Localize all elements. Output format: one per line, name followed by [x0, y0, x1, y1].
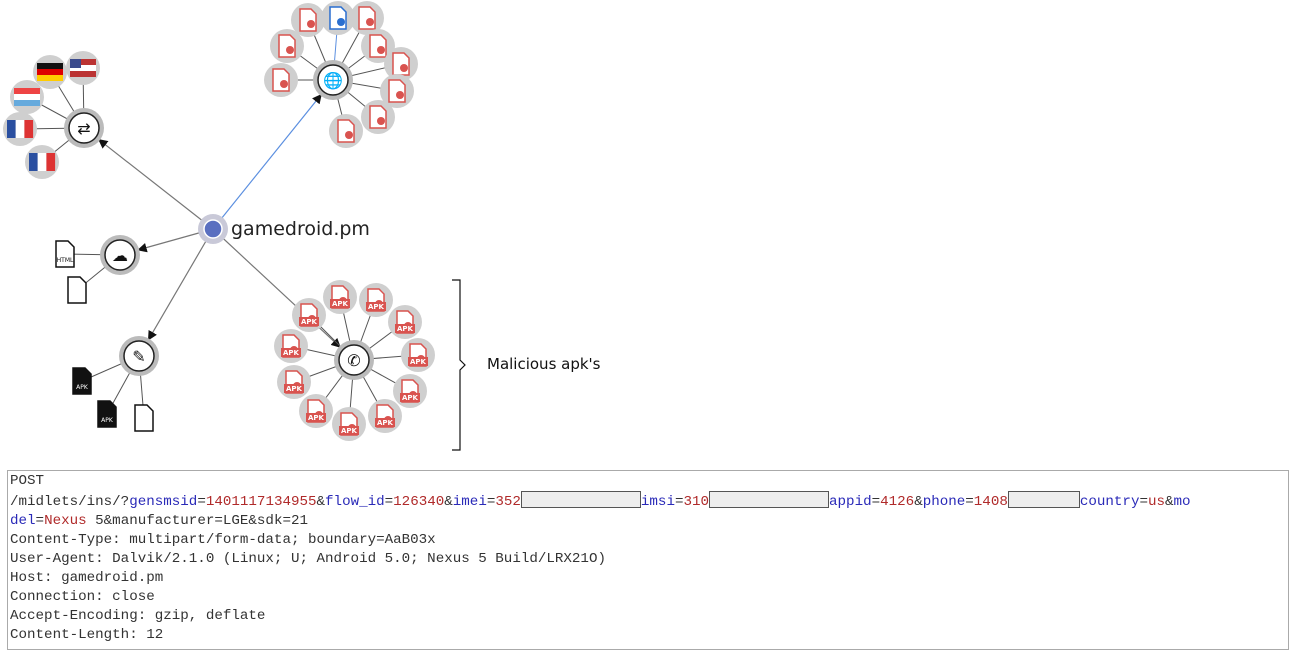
param-value: Nexus: [44, 513, 87, 529]
bracket: [452, 279, 466, 451]
flag-icon[interactable]: [33, 55, 67, 89]
svg-text:🌐: 🌐: [323, 71, 343, 90]
apk-file-icon[interactable]: APK: [292, 298, 326, 332]
http-header: User-Agent: Dalvik/2.1.0 (Linux; U; Andr…: [10, 551, 606, 567]
flag-icon[interactable]: [25, 145, 59, 179]
apk-file-icon[interactable]: [321, 1, 355, 35]
edit-icon[interactable]: ✎: [119, 336, 159, 376]
apk-file-icon[interactable]: [380, 74, 414, 108]
edge-edit: [147, 228, 214, 341]
apk-file-icon[interactable]: [361, 100, 395, 134]
cloud-download-icon[interactable]: ☁: [100, 235, 140, 275]
apk-file-icon[interactable]: [361, 29, 395, 63]
http-header: Connection: close: [10, 589, 155, 605]
param-value: 352: [495, 494, 521, 510]
svg-text:APK: APK: [286, 385, 303, 393]
http-request-box: POST /midlets/ins/?gensmsid=140111713495…: [7, 470, 1289, 650]
html-file-icon[interactable]: HTML: [55, 240, 75, 268]
svg-text:☁: ☁: [112, 246, 128, 265]
apk-file-icon[interactable]: [270, 29, 304, 63]
param-value: 126340: [393, 494, 445, 510]
param-key: country: [1079, 494, 1140, 510]
edge-web: [212, 93, 322, 230]
param-rest: 5&manufacturer=LGE&sdk=21: [86, 513, 309, 529]
param-value: 4126: [880, 494, 915, 510]
param-key: flow_id: [325, 494, 385, 510]
svg-text:APK: APK: [76, 384, 89, 391]
svg-text:APK: APK: [332, 300, 349, 308]
svg-text:APK: APK: [301, 318, 318, 326]
svg-text:APK: APK: [283, 349, 300, 357]
apk-file-icon[interactable]: APK: [277, 365, 311, 399]
apk-file-icon[interactable]: [350, 1, 384, 35]
redirect-icon[interactable]: ⇄: [64, 108, 104, 148]
param-value: 1401117134955: [205, 494, 317, 510]
apk-file-icon[interactable]: APK: [401, 338, 435, 372]
apk-file-icon[interactable]: APK: [332, 407, 366, 441]
redaction-box: [520, 491, 641, 508]
network-graph: ⇄ 🌐 HTML ☁ APK APK ✎ APK APK APK APK APK APK APK APK AP…: [3, 1, 466, 451]
globe-icon[interactable]: [198, 214, 228, 244]
apk-file-icon[interactable]: APK: [359, 283, 393, 317]
http-method: POST: [10, 473, 45, 489]
apk-file-icon[interactable]: APK: [388, 305, 422, 339]
svg-text:✎: ✎: [132, 347, 145, 366]
apk-file-icon[interactable]: APK: [299, 394, 333, 428]
svg-text:APK: APK: [377, 419, 394, 427]
flag-icon[interactable]: [66, 51, 100, 85]
param-key: imsi: [640, 494, 675, 510]
param-key: gensmsid: [129, 494, 198, 510]
apk-file-icon[interactable]: [384, 47, 418, 81]
svg-text:APK: APK: [397, 325, 414, 333]
http-header: Accept-Encoding: gzip, deflate: [10, 608, 266, 624]
http-header: Host: gamedroid.pm: [10, 570, 164, 586]
apk-file-icon[interactable]: APK: [97, 400, 117, 428]
param-key: del: [10, 513, 36, 529]
edge-call: [212, 228, 341, 348]
param-key: mo: [1173, 494, 1191, 510]
center-node-label: gamedroid.pm: [231, 218, 370, 240]
file-icon[interactable]: [67, 276, 87, 304]
param-key: appid: [829, 494, 872, 510]
svg-text:APK: APK: [341, 427, 358, 435]
svg-text:⇄: ⇄: [77, 119, 90, 138]
http-header: Content-Length: 12: [10, 627, 164, 643]
apk-file-icon[interactable]: [329, 114, 363, 148]
apk-file-icon[interactable]: APK: [323, 280, 357, 314]
apk-file-icon[interactable]: [264, 63, 298, 97]
svg-text:HTML: HTML: [57, 257, 74, 264]
web-icon[interactable]: 🌐: [313, 60, 353, 100]
apk-file-icon[interactable]: APK: [72, 367, 92, 395]
apk-file-icon[interactable]: APK: [368, 399, 402, 433]
http-path: /midlets/ins/?: [10, 494, 130, 510]
edge-redirect: [98, 138, 214, 230]
flag-icon[interactable]: [3, 112, 37, 146]
redaction-box: [709, 491, 830, 508]
apk-file-icon[interactable]: APK: [274, 329, 308, 363]
http-header: Content-Type: multipart/form-data; bound…: [10, 532, 436, 548]
svg-text:APK: APK: [402, 394, 419, 402]
param-value: us: [1147, 494, 1166, 510]
svg-text:✆: ✆: [347, 351, 360, 370]
svg-text:APK: APK: [410, 358, 427, 366]
param-value: 310: [683, 494, 710, 510]
flag-icon[interactable]: [10, 80, 44, 114]
param-value: 1408: [973, 494, 1008, 510]
svg-text:APK: APK: [308, 414, 325, 422]
apk-file-icon[interactable]: APK: [393, 374, 427, 408]
malicious-apks-annotation: Malicious apk's: [487, 355, 601, 373]
param-key: phone: [922, 494, 966, 510]
apk-file-icon[interactable]: [291, 3, 325, 37]
param-key: imei: [452, 494, 487, 510]
svg-text:APK: APK: [368, 303, 385, 311]
phone-call-icon[interactable]: ✆: [334, 340, 374, 380]
redaction-box: [1007, 491, 1080, 508]
file-icon[interactable]: [134, 404, 154, 432]
svg-text:APK: APK: [101, 417, 114, 424]
